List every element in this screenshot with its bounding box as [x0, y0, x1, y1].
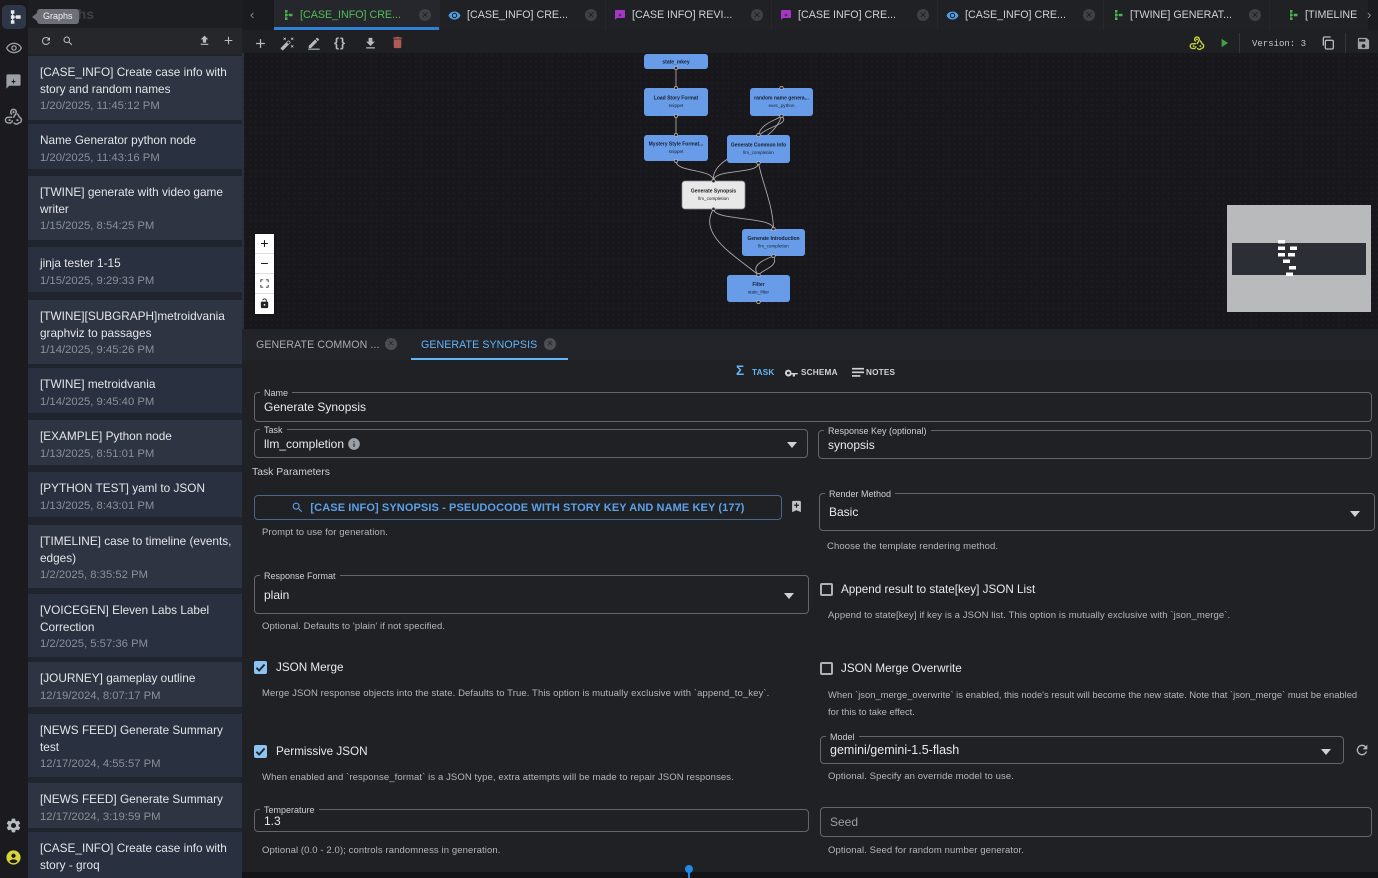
svg-text:Generate Common Info: Generate Common Info: [731, 143, 786, 149]
svg-text:snippet: snippet: [669, 149, 685, 154]
svg-text:Filter: Filter: [752, 282, 764, 288]
svg-text:Load Story Format: Load Story Format: [654, 96, 699, 102]
svg-text:llm_completion: llm_completion: [698, 196, 729, 201]
svg-text:llm_completion: llm_completion: [743, 150, 774, 155]
svg-text:llm_completion: llm_completion: [758, 244, 789, 249]
svg-text:state_mkey: state_mkey: [662, 59, 689, 65]
svg-text:Generate Introduction: Generate Introduction: [747, 236, 799, 242]
svg-text:state_filter: state_filter: [748, 290, 770, 295]
svg-text:snippet: snippet: [669, 103, 685, 108]
svg-text:Mystery Style Format...: Mystery Style Format...: [649, 142, 704, 148]
svg-text:random name genera...: random name genera...: [754, 96, 809, 102]
svg-text:Generate Synopsis: Generate Synopsis: [691, 189, 737, 195]
svg-text:exec_python: exec_python: [768, 103, 794, 108]
